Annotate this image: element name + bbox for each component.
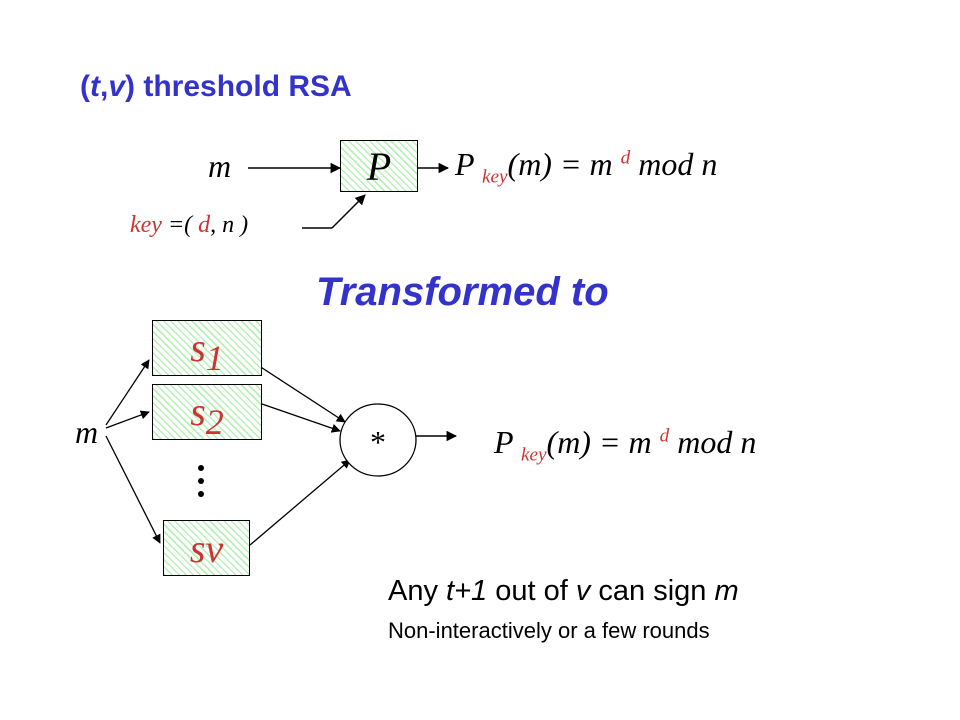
combiner-node [339,403,417,477]
title-rest: ) threshold RSA [125,70,352,103]
input-m-bottom: m [75,414,99,450]
s2-sub: 2 [205,402,224,442]
ellipsis-dot [198,491,204,497]
share-s2-box: s2 [152,384,262,443]
title-open: ( [80,70,90,103]
note-line-1: Any t+1 out of v can sign m [388,575,739,608]
arrow-m-to-s2 [105,410,150,429]
ellipsis-dot [198,478,204,484]
note-t: t+1 [446,575,488,607]
formula-key-sub: key [520,444,547,466]
formula-mid: (m) = m [507,146,613,182]
formula-mod: mod n [638,146,718,182]
p-function-label: P [366,144,392,189]
title-v: v [108,70,126,103]
arrow-m-to-s1 [105,359,150,426]
transformed-heading: Transformed to [316,270,609,314]
s1-sub: 1 [205,338,224,378]
note-any: Any [388,575,447,607]
top-output-formula: P key(m) = m d mod n [455,146,717,188]
title-t: t [90,70,100,103]
input-m-top: m [208,148,232,184]
key-label: key [130,212,162,238]
slide-title: (t,v) threshold RSA [80,70,352,104]
note-out-of: out of [487,575,576,607]
formula-d-sup: d [659,425,670,447]
bottom-output-formula: P key(m) = m d mod n [494,424,756,466]
share-sv-box: sv [163,520,250,576]
share-sv-label: sv [189,526,224,571]
arrow-sv-to-combiner [249,459,351,546]
note-can-sign: can sign [590,575,715,607]
formula-mod: mod n [677,424,757,460]
formula-p: P [455,146,474,182]
note-v: v [575,575,591,607]
key-eq: =( [161,212,199,238]
formula-mid: (m) = m [546,424,652,460]
title-comma: , [100,70,109,103]
formula-p: P [494,424,513,460]
key-n: , n ) [210,212,249,238]
s1-base: s [190,325,206,370]
note-m: m [714,575,739,607]
combiner-symbol: * [370,424,386,460]
formula-d-sup: d [620,147,631,169]
ellipsis-dot [198,465,204,471]
key-definition: key =( d, n ) [130,212,248,239]
arrow-m-to-sv [105,435,161,544]
share-s2-label: s2 [153,388,261,443]
note-line-2: Non-interactively or a few rounds [388,618,710,643]
arrow-key-to-p-diag [331,194,366,229]
p-function-box: P [340,140,418,192]
formula-key-sub: key [481,166,508,188]
s2-base: s [190,389,206,434]
arrow-s2-to-combiner [261,403,341,433]
share-s1-box: s1 [152,320,262,379]
share-s1-label: s1 [153,324,261,379]
key-d: d [198,212,211,238]
